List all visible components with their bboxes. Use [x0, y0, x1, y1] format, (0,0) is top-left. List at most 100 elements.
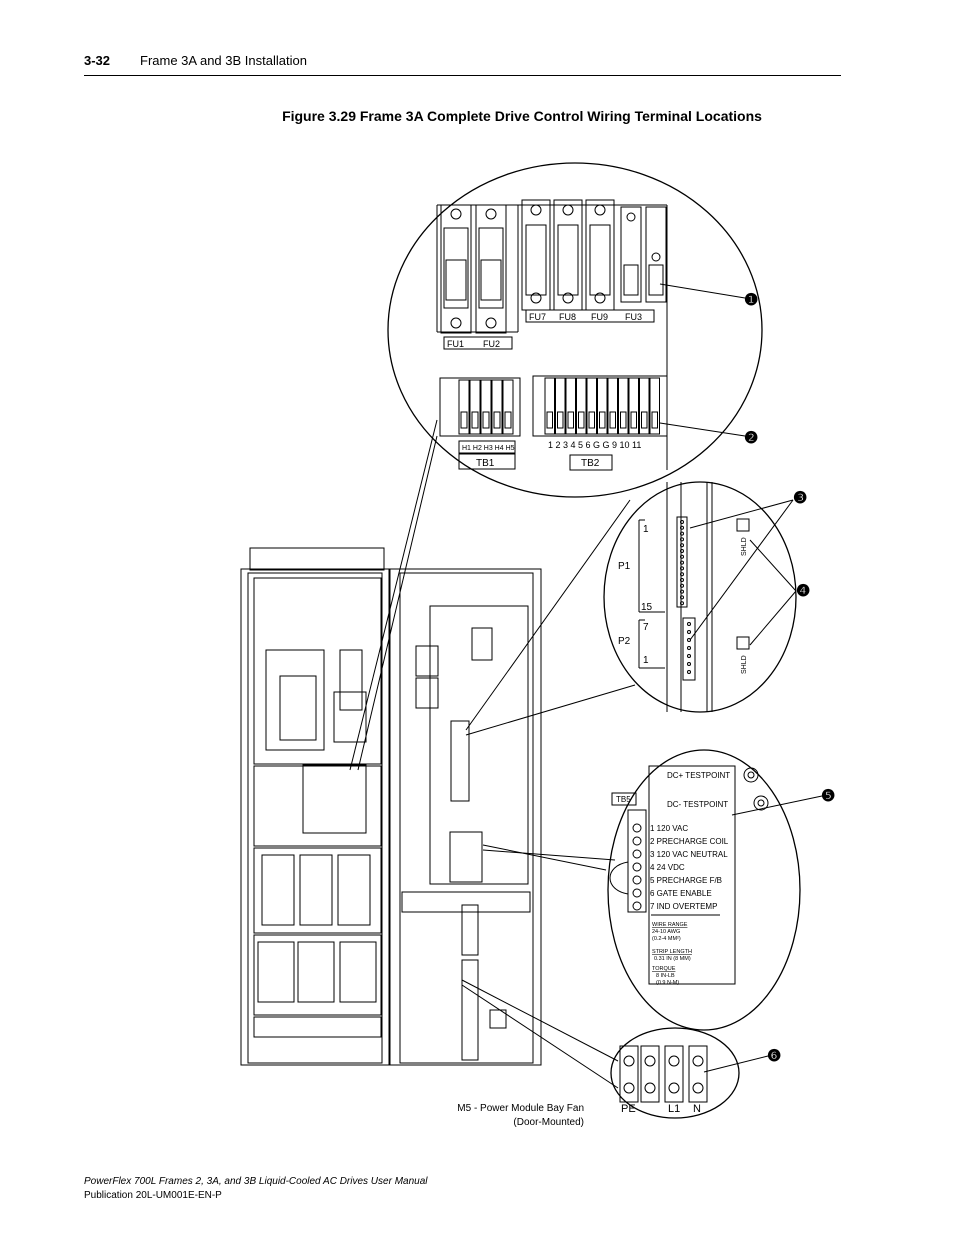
dc-minus-testpoint: DC- TESTPOINT [667, 800, 728, 809]
p1-pin [680, 525, 684, 530]
footer-publication: Publication 20L-UM001E-EN-P [84, 1190, 222, 1201]
p1-pin [680, 537, 684, 542]
tb2-terminal-screw [630, 411, 637, 429]
terminal-label-pe: PE [621, 1103, 636, 1115]
tb2-terminal-screw [557, 411, 564, 429]
tb1-terminal-cell [458, 379, 470, 435]
tb2-terminal-screw [651, 411, 658, 429]
zoom-circle-fuses [387, 162, 763, 498]
tb5-terminal-screw [632, 823, 642, 833]
tb1-terminal-cell [491, 379, 503, 435]
tb5-terminal-4: 4 24 VDC [650, 863, 685, 872]
callout-3: ❸ [793, 490, 807, 507]
tb2-terminal-screw [609, 411, 616, 429]
fuse-fu1 [440, 204, 472, 334]
tb5-terminal-screw [632, 888, 642, 898]
fuse-label-fu8: FU8 [559, 312, 576, 322]
p2-top-pin: 7 [643, 622, 649, 633]
tb5-terminal-screw [632, 862, 642, 872]
p1-top-pin: 1 [643, 524, 649, 535]
wire-range-title: WIRE RANGE [652, 922, 688, 928]
tb2-terminal-screw [567, 411, 574, 429]
tb2-terminal-screw [546, 411, 553, 429]
fuse-label-fu3: FU3 [625, 312, 642, 322]
fuse-fu3 [620, 206, 667, 303]
p1-label: P1 [618, 561, 631, 572]
callout-4: ❹ [796, 583, 810, 600]
tb2-terminal-cell [586, 377, 597, 435]
p1-pin [680, 566, 684, 571]
strip-length-value: 0.31 IN (8 MM) [654, 956, 691, 962]
p2-label: P2 [618, 636, 631, 647]
tb1-terminal-screw [460, 411, 468, 429]
tb2-terminal-cell [555, 377, 566, 435]
p2-pin [687, 646, 691, 650]
tb1-terminal-screw [482, 411, 490, 429]
tb1-terminal-cell [480, 379, 492, 435]
fuse-label-fu1: FU1 [447, 339, 464, 349]
tb5-terminal-screw [632, 836, 642, 846]
zoom-circle-tb5 [607, 749, 823, 1031]
callout-1: ❶ [744, 292, 758, 309]
tb5-terminal-3: 3 120 VAC NEUTRAL [650, 850, 728, 859]
shld-label-bottom: SHLD [741, 655, 748, 674]
tb5-terminal-6: 6 GATE ENABLE [650, 889, 712, 898]
p2-pin [687, 654, 691, 658]
callout-5: ❺ [821, 788, 835, 805]
tb1-terminal-screw [493, 411, 501, 429]
p1-pin [680, 549, 684, 553]
footer-manual-title: PowerFlex 700L Frames 2, 3A, and 3B Liqu… [84, 1176, 428, 1187]
tb5-terminal-screw [632, 875, 642, 885]
tb2-terminal-cell [649, 377, 660, 435]
p1-pin [680, 543, 684, 548]
torque-value-nm: (0.9 N-M) [656, 980, 679, 986]
tb2-terminal-cell [639, 377, 650, 435]
p1-bottom-pin: 15 [641, 602, 653, 613]
wire-range-value: 24-10 AWG [652, 929, 680, 935]
tb5-terminal-2: 2 PRECHARGE COIL [650, 837, 729, 846]
tb5-terminal-screw [632, 849, 642, 859]
fuse-label-fu9: FU9 [591, 312, 608, 322]
p1-pin [680, 589, 684, 594]
fan-caption-line2: (Door-Mounted) [513, 1117, 584, 1128]
tb5-terminal-7: 7 IND OVERTEMP [650, 902, 717, 911]
tb2-terminal-screw [588, 411, 595, 429]
tb5-terminal-5: 5 PRECHARGE F/B [650, 876, 722, 885]
tb5-terminal-1: 1 120 VAC [650, 824, 688, 833]
drive-cabinet [240, 419, 636, 1089]
torque-title: TORQUE [652, 966, 676, 972]
p1-pin [680, 578, 684, 582]
tb2-terminal-screw [641, 411, 648, 429]
section-title: Frame 3A and 3B Installation [140, 53, 307, 68]
p2-pin [687, 622, 691, 626]
tb2-terminal-screw [578, 411, 585, 429]
page-number: 3-32 [84, 53, 111, 68]
fan-caption-line1: M5 - Power Module Bay Fan [457, 1103, 584, 1114]
fuse-fu2 [475, 204, 507, 334]
terminal-label-n: N [693, 1103, 701, 1115]
p1-pin [680, 601, 684, 606]
tb5-label: TB5 [616, 795, 631, 804]
tb2-terminal-screw [599, 411, 606, 429]
header-rule [84, 75, 841, 76]
fuse-fu8 [553, 199, 583, 311]
shld-label-top: SHLD [741, 537, 748, 556]
terminal-label-l1: L1 [668, 1103, 680, 1115]
p2-bottom-pin: 1 [643, 655, 649, 666]
p1-pin [680, 560, 684, 565]
tb1-terminal-numbers: H1 H2 H3 H4 H5 [462, 445, 515, 452]
tb2-terminal-screw [620, 411, 627, 429]
tb5-terminal-screw [632, 901, 642, 911]
strip-length-title: STRIP LENGTH [652, 949, 692, 955]
tb1-label: TB1 [476, 458, 495, 469]
callout-2: ❷ [744, 430, 758, 447]
torque-value: 8 IN-LB [656, 973, 675, 979]
p1-pin [680, 554, 684, 559]
tb2-terminal-cell [618, 377, 629, 435]
zoom-circle-fan [610, 1027, 769, 1119]
tb1-terminal-cell [469, 379, 481, 435]
tb2-label: TB2 [581, 458, 600, 469]
p2-pin [687, 630, 691, 634]
fuse-fu7 [521, 199, 551, 311]
tb1-terminal-screw [504, 411, 512, 429]
